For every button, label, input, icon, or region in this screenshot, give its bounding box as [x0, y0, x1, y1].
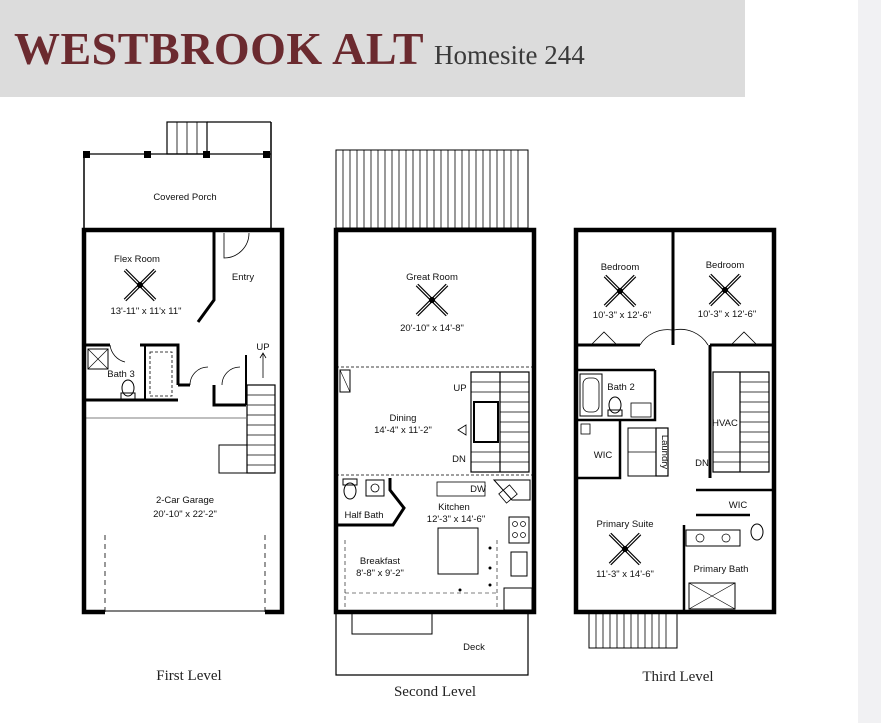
dining-dimensions: 14'-4" x 11'-2": [374, 425, 432, 436]
laundry-label: Laundry: [659, 435, 670, 470]
flex-room-dimensions: 13'-11" x 11'x 11": [110, 306, 181, 317]
garage-label: 2-Car Garage: [156, 495, 214, 506]
flex-room-label: Flex Room: [114, 254, 160, 265]
header-band: [0, 0, 745, 97]
bedroom-left-dimensions: 10'-3" x 12'-6": [593, 310, 651, 321]
primary-bath-label: Primary Bath: [694, 564, 749, 575]
primary-suite-label: Primary Suite: [596, 519, 653, 530]
second-level-plan: Great Room 20'-10" x 14'-8" Dining 14'-4…: [333, 149, 537, 700]
first-level-label: First Level: [156, 668, 221, 684]
ceiling-fan-icon: [608, 532, 642, 566]
up-label: UP: [256, 342, 269, 353]
first-level-plan: Covered Porch Entry Flex Room 13'-11" x …: [81, 121, 285, 684]
homesite-label: Homesite 244: [434, 40, 585, 70]
third-level-label: Third Level: [642, 669, 713, 685]
first-level-stairs: [246, 384, 276, 474]
third-level-plan: Bedroom 10'-3" x 12'-6" Bedroom 10'-3" x…: [573, 227, 777, 685]
ceiling-fan-icon: [603, 274, 637, 308]
bath-2-label: Bath 2: [607, 382, 634, 393]
bedroom-left-label: Bedroom: [601, 262, 640, 273]
covered-porch-label: Covered Porch: [153, 192, 216, 203]
bedroom-right-dimensions: 10'-3" x 12'-6": [698, 309, 756, 320]
half-bath-label: Half Bath: [344, 510, 383, 521]
kitchen-dimensions: 12'-3" x 14'-6": [427, 514, 485, 525]
kitchen-label: Kitchen: [438, 502, 470, 513]
dishwasher-label: DW: [470, 484, 486, 495]
bath-3-label: Bath 3: [107, 369, 134, 380]
entry-label: Entry: [232, 272, 254, 283]
garage-dimensions: 20'-10" x 22'-2": [153, 509, 217, 520]
great-room-dimensions: 20'-10" x 14'-8": [400, 323, 464, 334]
primary-suite-dimensions: 11'-3" x 14'-6": [596, 569, 654, 580]
second-level-label: Second Level: [394, 684, 476, 700]
bedroom-right-label: Bedroom: [706, 260, 745, 271]
great-room-label: Great Room: [406, 272, 458, 283]
kitchen-island: [437, 527, 479, 575]
dining-label: Dining: [390, 413, 417, 424]
wic-left-label: WIC: [594, 450, 613, 461]
wic-right-label: WIC: [729, 500, 748, 511]
page-title: WESTBROOK ALT Homesite 244: [14, 22, 585, 75]
primary-shower: [688, 582, 736, 610]
down-label: DN: [695, 458, 709, 469]
plan-name: WESTBROOK ALT: [14, 23, 425, 74]
ceiling-fan-icon: [708, 273, 742, 307]
hvac-label: HVAC: [712, 418, 738, 429]
down-label: DN: [452, 454, 466, 465]
right-margin-bar: [858, 0, 881, 723]
ceiling-fan-icon: [123, 268, 157, 302]
up-label: UP: [453, 383, 466, 394]
deck-label: Deck: [463, 642, 485, 653]
breakfast-dimensions: 8'-8" x 9'-2": [356, 568, 404, 579]
ceiling-fan-icon: [415, 283, 449, 317]
breakfast-label: Breakfast: [360, 556, 400, 567]
